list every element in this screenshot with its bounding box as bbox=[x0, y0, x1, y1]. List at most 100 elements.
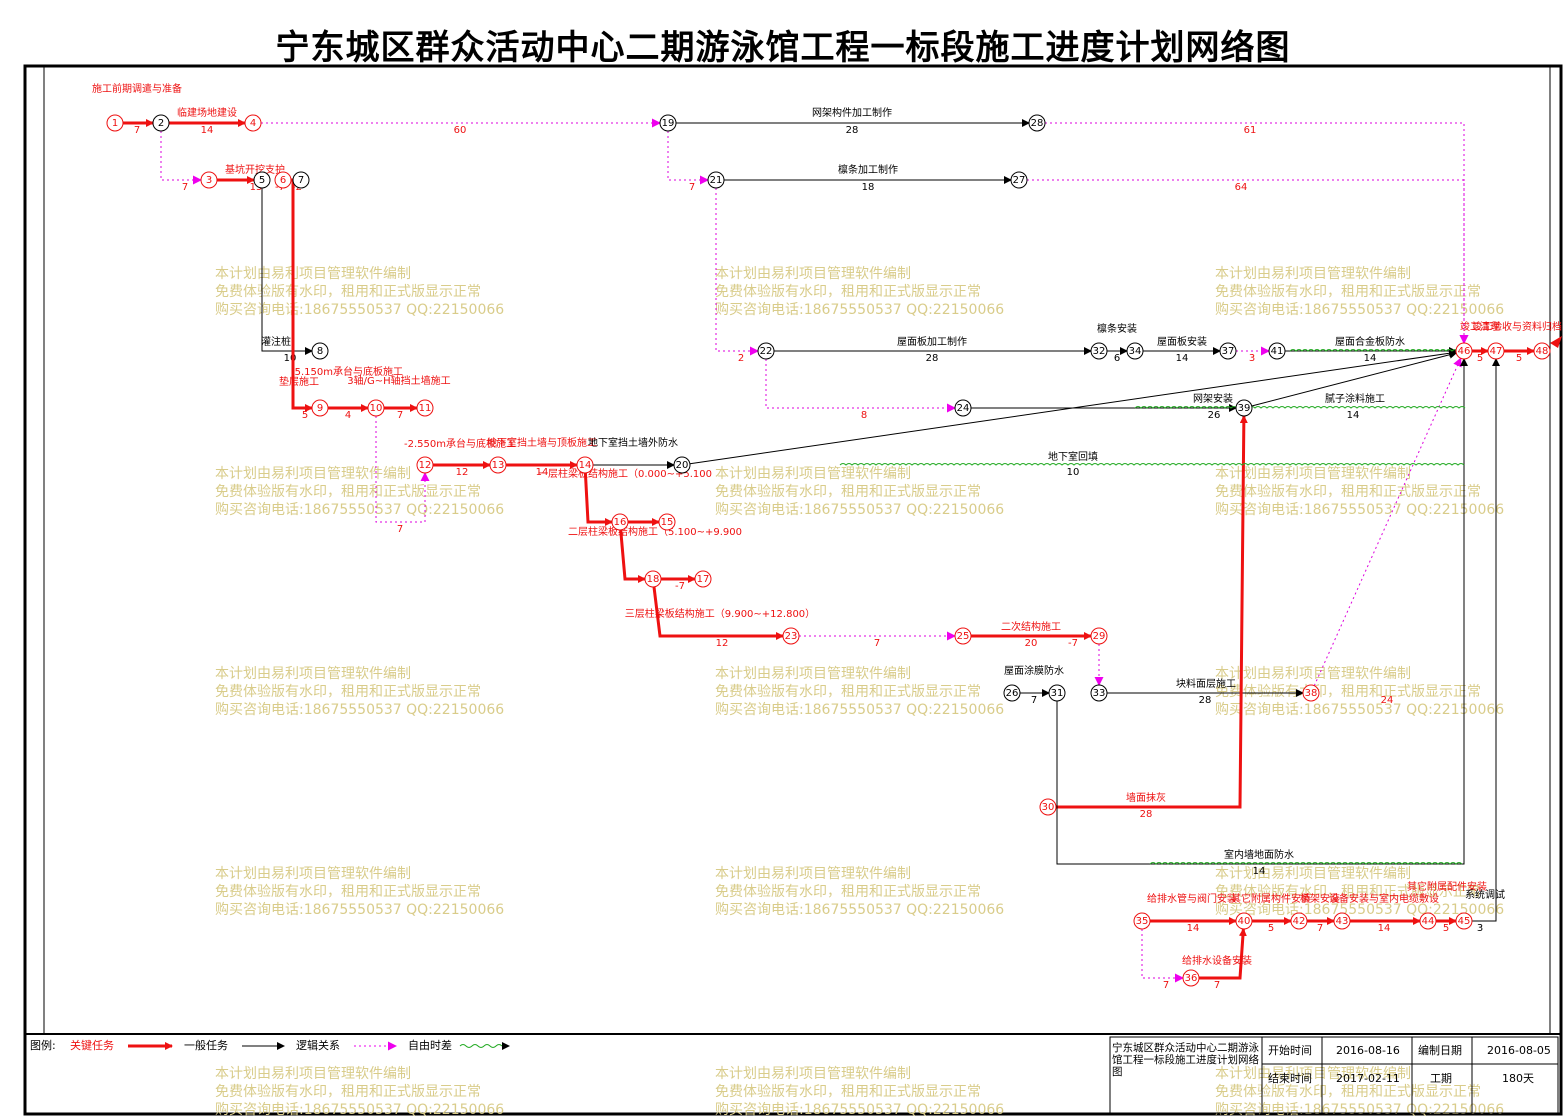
node-34[interactable]: 34 bbox=[1126, 342, 1144, 360]
task-arrow-2-3[interactable] bbox=[160, 131, 202, 185]
node-12[interactable]: 12 bbox=[416, 456, 434, 474]
node-7[interactable]: 7 bbox=[292, 171, 310, 189]
task-arrow-14-16[interactable] bbox=[583, 472, 613, 526]
node-43[interactable]: 43 bbox=[1333, 912, 1351, 930]
task-name-43-44: 设备安装与室内电缆敷设 bbox=[1329, 892, 1439, 905]
watermark-text: 本计划由易利项目管理软件编制 bbox=[215, 466, 411, 482]
node-41[interactable]: 41 bbox=[1268, 342, 1286, 360]
node-15[interactable]: 15 bbox=[658, 513, 676, 531]
node-14[interactable]: 14 bbox=[576, 456, 594, 474]
node-37[interactable]: 37 bbox=[1219, 342, 1237, 360]
task-arrow-10-12[interactable] bbox=[375, 416, 430, 523]
node-27[interactable]: 27 bbox=[1010, 171, 1028, 189]
outer-frame bbox=[23, 64, 1563, 1116]
node-3[interactable]: 3 bbox=[200, 171, 218, 189]
node-44[interactable]: 44 bbox=[1419, 912, 1437, 930]
task-duration-46-47: 5 bbox=[1477, 353, 1483, 364]
node-number: 48 bbox=[1536, 346, 1549, 357]
node-17[interactable]: 17 bbox=[694, 570, 712, 588]
task-arrow-5-8[interactable] bbox=[261, 188, 313, 355]
task-arrow-22-24[interactable] bbox=[765, 359, 956, 413]
node-48[interactable]: 48 bbox=[1533, 342, 1551, 360]
task-arrow-16-18[interactable] bbox=[619, 529, 646, 583]
task-name-34-37: 屋面板安装 bbox=[1157, 335, 1207, 348]
node-30[interactable]: 30 bbox=[1039, 798, 1057, 816]
task-name-32-34: 檩条安装 bbox=[1097, 322, 1137, 335]
node-13[interactable]: 13 bbox=[489, 456, 507, 474]
node-40[interactable]: 40 bbox=[1235, 912, 1253, 930]
node-45[interactable]: 45 bbox=[1455, 912, 1473, 930]
watermark-text: 免费体验版有水印，租用和正式版显示正常 bbox=[1215, 284, 1481, 300]
node-6[interactable]: 6 bbox=[274, 171, 292, 189]
node-5[interactable]: 5 bbox=[253, 171, 271, 189]
task-arrow-18-23[interactable] bbox=[652, 586, 784, 640]
node-31[interactable]: 31 bbox=[1048, 684, 1066, 702]
node-number: 36 bbox=[1185, 973, 1198, 984]
watermark-text: 免费体验版有水印，租用和正式版显示正常 bbox=[1215, 684, 1481, 700]
task-duration-35-40: 14 bbox=[1187, 923, 1200, 934]
node-1[interactable]: 1 bbox=[106, 114, 124, 132]
node-8[interactable]: 8 bbox=[311, 342, 329, 360]
node-23[interactable]: 23 bbox=[782, 627, 800, 645]
task-name-1-2: 施工前期调遣与准备 bbox=[92, 82, 182, 95]
node-20[interactable]: 20 bbox=[673, 456, 691, 474]
node-32[interactable]: 32 bbox=[1090, 342, 1108, 360]
node-18[interactable]: 18 bbox=[644, 570, 662, 588]
node-42[interactable]: 42 bbox=[1290, 912, 1308, 930]
task-duration-39-46: 14 bbox=[1347, 410, 1360, 421]
watermark-text: 购买咨询电话:18675550537 QQ:22150066 bbox=[715, 502, 1004, 518]
node-38[interactable]: 38 bbox=[1302, 684, 1320, 702]
node-26[interactable]: 26 bbox=[1003, 684, 1021, 702]
task-arrow-21-22[interactable] bbox=[715, 188, 759, 356]
node-11[interactable]: 11 bbox=[416, 399, 434, 417]
node-21[interactable]: 21 bbox=[707, 171, 725, 189]
node-9[interactable]: 9 bbox=[311, 399, 329, 417]
task-duration-5-8: 10 bbox=[284, 353, 297, 364]
node-39[interactable]: 39 bbox=[1235, 399, 1253, 417]
task-arrow-30-39[interactable] bbox=[1056, 415, 1248, 809]
watermark-text: 购买咨询电话:18675550537 QQ:22150066 bbox=[215, 1102, 504, 1117]
node-10[interactable]: 10 bbox=[367, 399, 385, 417]
node-2[interactable]: 2 bbox=[152, 114, 170, 132]
task-duration-33-38: 28 bbox=[1199, 695, 1212, 706]
task-name-5-8: 灌注桩 bbox=[261, 335, 291, 348]
task-arrow-20-46[interactable] bbox=[689, 349, 1458, 465]
node-28[interactable]: 28 bbox=[1028, 114, 1046, 132]
node-number: 46 bbox=[1458, 346, 1471, 357]
node-25[interactable]: 25 bbox=[954, 627, 972, 645]
node-number: 19 bbox=[662, 118, 675, 129]
node-number: 1 bbox=[112, 118, 118, 129]
node-number: 23 bbox=[785, 631, 798, 642]
task-name-10-11: 3轴/G~H轴挡土墙施工 bbox=[347, 374, 450, 387]
node-19[interactable]: 19 bbox=[659, 114, 677, 132]
task-name-46-47: 竣工清理 bbox=[1460, 320, 1500, 333]
task-arrow-45-47[interactable] bbox=[1472, 358, 1500, 922]
task-arrow-27-46[interactable] bbox=[1027, 179, 1469, 344]
task-arrow-36-40[interactable] bbox=[1199, 928, 1247, 980]
node-number: 28 bbox=[1031, 118, 1044, 129]
task-arrow-31-46[interactable] bbox=[1056, 358, 1468, 865]
node-36[interactable]: 36 bbox=[1182, 969, 1200, 987]
task-duration-4-19: 60 bbox=[454, 125, 467, 136]
task-arrow-7-9[interactable] bbox=[291, 180, 313, 412]
node-number: 29 bbox=[1093, 631, 1106, 642]
node-29[interactable]: 29 bbox=[1090, 627, 1108, 645]
node-33[interactable]: 33 bbox=[1090, 684, 1108, 702]
node-4[interactable]: 4 bbox=[244, 114, 262, 132]
node-24[interactable]: 24 bbox=[954, 399, 972, 417]
node-16[interactable]: 16 bbox=[611, 513, 629, 531]
node-46[interactable]: 46 bbox=[1455, 342, 1473, 360]
node-number: 37 bbox=[1222, 346, 1235, 357]
node-number: 44 bbox=[1422, 916, 1435, 927]
task-arrow-39-46[interactable] bbox=[1251, 350, 1458, 407]
node-35[interactable]: 35 bbox=[1133, 912, 1151, 930]
task-duration-18-17: -7 bbox=[675, 581, 685, 592]
task-arrow-35-36[interactable] bbox=[1141, 929, 1184, 983]
watermark-text: 本计划由易利项目管理软件编制 bbox=[715, 266, 911, 282]
legend-critical-label: 关键任务 bbox=[70, 1038, 114, 1052]
node-47[interactable]: 47 bbox=[1487, 342, 1505, 360]
node-22[interactable]: 22 bbox=[757, 342, 775, 360]
task-arrow-19-21[interactable] bbox=[667, 131, 709, 185]
node-number: 30 bbox=[1042, 802, 1055, 813]
